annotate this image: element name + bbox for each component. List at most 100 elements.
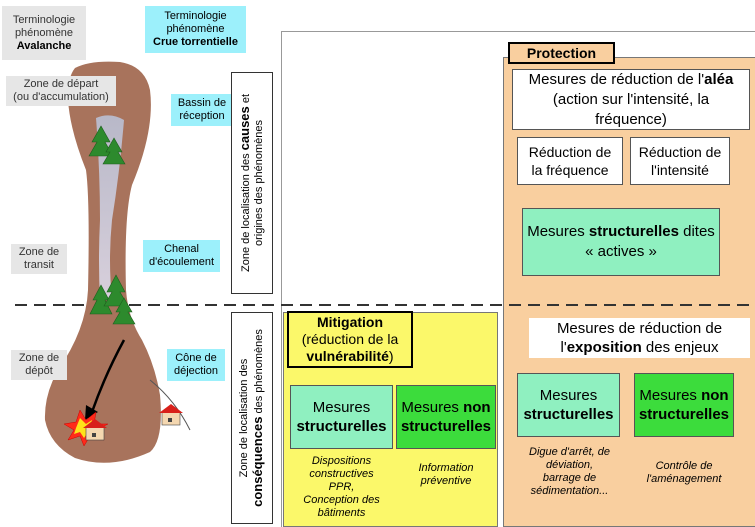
frequence-line: la fréquence [531,162,609,178]
exposition-line-2: l'exposition des enjeux [561,338,719,357]
actives-line-2: « actives » [585,243,657,260]
dispositions-text: Dispositions constructives PPR, Concepti… [290,455,393,520]
chenal-line: Chenal [164,243,199,255]
bassin-line: réception [179,110,225,122]
digue-text: Digue d'arrêt, de déviation, barrage de … [512,446,627,498]
crue-header: Terminologie phénomène Crue torrentielle [145,6,246,53]
frequence-box: Réduction de la fréquence [517,137,623,185]
zone-depart-label: Zone de départ (ou d'accumulation) [6,76,116,106]
controle-text: Contrôle de l'aménagement [634,460,734,486]
flow-arrow [90,339,126,413]
zone-transit-label: Zone de transit [11,244,67,274]
zone-depart-line: (ou d'accumulation) [13,91,109,103]
dispositions-line: PPR, [328,481,355,493]
actives-line-1: Mesures structurelles dites [527,222,715,242]
avalanche-illustration [44,61,191,463]
avalanche-header-line: Terminologie [12,13,76,26]
alea-line-3: fréquence) [595,110,667,128]
mitigation-nonstructurelles-box: Mesures non structurelles [396,385,496,449]
causes-zone-label: Zone de localisation des causes et origi… [231,72,273,294]
consequences-line-2: conséquences des phénomènes [250,329,266,507]
cone-line: déjection [173,365,219,377]
mitigation-text: ) [388,348,394,364]
intensite-line: Réduction de [638,144,722,160]
digue-line: Digue d'arrêt, de [529,446,610,458]
information-text: Information préventive [396,462,496,488]
protection-nonstructurelles-bold: non [701,387,729,404]
consequences-text: des phénomènes [253,329,265,417]
digue-line: sédimentation... [530,485,609,497]
protection-title-text: Protection [526,45,597,61]
dispositions-line: bâtiments [317,507,366,519]
house-icon [159,404,183,426]
mitigation-nonstructurelles-line-2: structurelles [400,418,492,435]
mitigation-nonstructurelles-bold: non [463,399,491,416]
actives-bold: structurelles [588,223,679,240]
causes-line-2: origines des phénomènes [253,120,265,246]
digue-line: déviation, [545,459,594,471]
mitigation-structurelles-bold: structurelles [296,418,387,435]
mitigation-nonstructurelles-text: Mesures [401,399,464,416]
information-line: préventive [420,475,472,487]
protection-nonstructurelles-line-1: Mesures non [639,386,728,405]
digue-line: barrage de [542,472,597,484]
avalanche-header: Terminologie phénomène Avalanche [2,6,86,60]
dispositions-line: constructives [309,468,374,480]
separator-line [15,304,755,306]
frequence-line: Réduction de [528,144,612,160]
avalanche-header-line: phénomène [14,26,74,39]
chenal-line: d'écoulement [148,256,215,268]
mitigation-line-2: (réduction de la [301,331,399,347]
alea-text: Mesures de réduction de l' [528,70,705,88]
mitigation-line-3: vulnérabilité) [306,348,393,365]
mitigation-title-box: Mitigation (réduction de la vulnérabilit… [287,311,413,368]
cone-line: Cône de [175,352,217,364]
causes-text: et [240,93,252,107]
chenal-label: Chenal d'écoulement [143,240,220,272]
protection-area [503,57,755,527]
exposition-box: Mesures de réduction de l'exposition des… [529,318,750,358]
exposition-line-1: Mesures de réduction de [556,320,723,337]
dispositions-line: Dispositions [311,455,372,467]
crue-header-line: Terminologie [164,10,227,22]
protection-structurelles-box: Mesures structurelles [517,373,620,437]
cone-label: Cône de déjection [167,349,225,381]
alea-box: Mesures de réduction de l'aléa (action s… [512,69,750,130]
causes-text: Zone de localisation des [240,150,252,273]
bassin-label: Bassin de réception [171,94,233,126]
dispositions-line: Conception des [303,494,380,506]
mitigation-title: Mitigation [316,314,384,330]
controle-line: l'aménagement [646,473,722,485]
alea-line-2: (action sur l'intensité, la [552,90,710,108]
zone-transit-line: transit [24,259,54,271]
zone-depart-line: Zone de départ [23,78,99,90]
protection-structurelles-line: Mesures [539,387,598,404]
avalanche-header-title: Avalanche [16,39,72,52]
causes-bold: causes [237,106,252,151]
intensite-line: l'intensité [651,162,709,178]
actives-text: Mesures [527,223,589,240]
alea-bold: aléa [704,70,734,88]
consequences-zone-label: Zone de localisation des conséquences de… [231,312,273,524]
tree-icon [88,125,136,325]
protection-nonstructurelles-text: Mesures [639,387,702,404]
house-icon [83,419,107,441]
controle-line: Contrôle de [655,460,713,472]
mitigation-bold: vulnérabilité [306,348,389,364]
mitigation-structurelles-box: Mesures structurelles [290,385,393,449]
actives-box: Mesures structurelles dites « actives » [522,208,720,276]
zone-depot-label: Zone de dépôt [11,350,67,380]
protection-title: Protection [508,42,615,64]
mitigation-nonstructurelles-line-1: Mesures non [401,398,490,417]
protection-structurelles-bold: structurelles [523,406,614,423]
mitigation-structurelles-line: Mesures [312,399,371,416]
crue-header-line: phénomène [166,23,225,35]
exposition-bold: exposition [566,339,642,356]
actives-text: dites [678,223,715,240]
consequences-bold: conséquences [250,416,265,507]
alea-line-1: Mesures de réduction de l'aléa [529,70,734,90]
causes-line-1: Zone de localisation des causes et [237,93,253,273]
protection-nonstructurelles-box: Mesures non structurelles [634,373,734,437]
bassin-line: Bassin de [177,97,227,109]
exposition-text: des enjeux [641,339,719,356]
